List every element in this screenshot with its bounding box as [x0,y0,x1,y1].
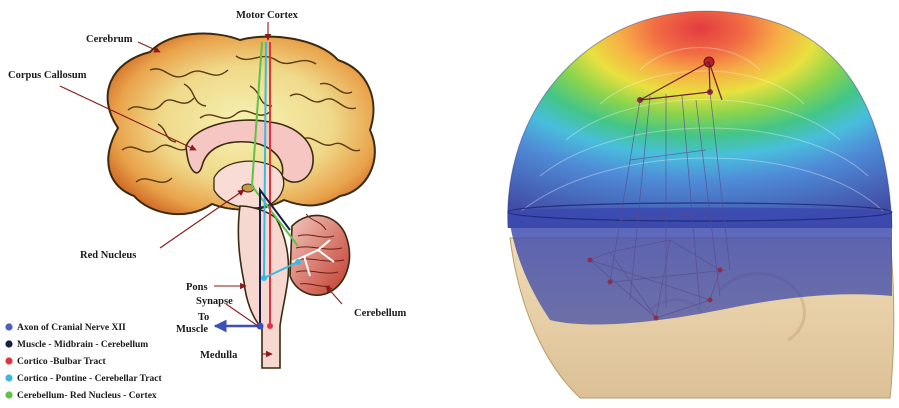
legend-label-cranial-nerve-xii: Axon of Cranial Nerve XII [17,323,126,333]
field-dome [508,11,892,228]
label-cerebellum: Cerebellum [354,308,407,319]
brain-diagram: Motor Cortex Cerebrum Corpus Callosum Re… [0,0,450,403]
legend-dot-cerebellum-red-nucleus-cortex [5,391,12,398]
legend-label-muscle-midbrain-cerebellum: Muscle - Midbrain - Cerebellum [17,340,148,350]
legend-label-cortico-pontine-cerebellar: Cortico - Pontine - Cerebellar Tract [17,374,162,384]
label-red-nucleus: Red Nucleus [80,250,136,261]
legend-label-cortico-bulbar: Cortico -Bulbar Tract [17,357,106,367]
legend-label-cerebellum-red-nucleus-cortex: Cerebellum- Red Nucleus - Cortex [17,391,157,401]
tract-legend: Axon of Cranial Nerve XII Muscle - Midbr… [5,323,162,401]
label-medulla: Medulla [200,350,238,361]
label-to: To [198,312,209,323]
head-model-illustration [470,0,899,403]
legend-dot-muscle-midbrain-cerebellum [5,340,12,347]
label-motor-cortex: Motor Cortex [236,10,299,21]
label-muscle: Muscle [176,324,208,335]
legend-dot-cortico-bulbar [5,357,12,364]
label-corpus-callosum: Corpus Callosum [8,70,87,81]
legend-dot-cranial-nerve-xii [5,323,12,330]
label-pons: Pons [186,282,208,293]
head-model-render [470,0,899,403]
cerebellum-shape [290,215,349,295]
label-cerebrum: Cerebrum [86,34,133,45]
legend-dot-cortico-pontine-cerebellar [5,374,12,381]
label-synapse: Synapse [196,296,233,307]
brain-illustration: Motor Cortex Cerebrum Corpus Callosum Re… [0,0,450,403]
